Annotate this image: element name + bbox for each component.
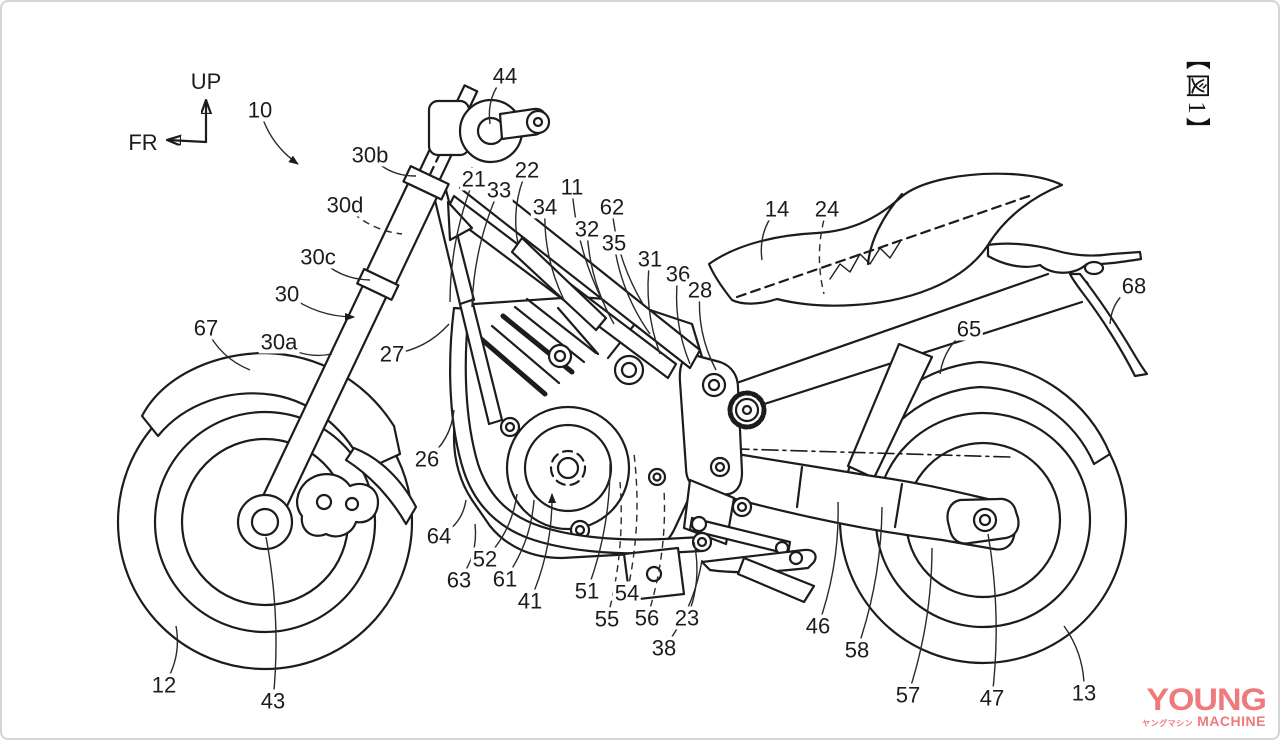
ref-label-47: 47	[977, 685, 1007, 711]
ref-label-54: 54	[612, 580, 642, 606]
figure-caption: 【図1】	[1183, 45, 1210, 145]
ref-label-21: 21	[459, 166, 489, 192]
ref-label-24: 24	[812, 196, 842, 222]
hidden-frame-line	[735, 193, 1034, 299]
swingarm	[703, 447, 1020, 551]
chain-line	[703, 447, 1011, 458]
ref-label-13: 13	[1069, 680, 1099, 706]
leader-line-57	[907, 547, 933, 696]
ref-label-38: 38	[649, 635, 679, 661]
ref-label-36: 36	[663, 261, 693, 287]
leader-line-58	[856, 506, 883, 651]
linkage	[622, 478, 817, 604]
ref-label-51: 51	[572, 578, 602, 604]
leader-line-47	[987, 533, 997, 699]
ref-label-55: 55	[592, 606, 622, 632]
front-label: FR	[128, 130, 157, 155]
ref-label-41: 41	[515, 588, 545, 614]
leader-line-56	[646, 489, 666, 619]
ref-label-52: 52	[470, 546, 500, 572]
leader-line-55	[606, 481, 622, 620]
handlebar	[427, 98, 551, 164]
leader-line-31	[647, 258, 661, 355]
leader-line-24	[818, 208, 828, 295]
ref-label-61: 61	[490, 566, 520, 592]
ref-label-56: 56	[632, 605, 662, 631]
ref-label-58: 58	[842, 637, 872, 663]
ref-label-57: 57	[893, 682, 923, 708]
leader-line-46	[817, 501, 839, 627]
ref-label-64: 64	[424, 523, 454, 549]
ref-label-35: 35	[599, 230, 629, 256]
ref-label-11: 11	[558, 174, 586, 200]
ref-label-22: 22	[512, 157, 542, 183]
leader-line-54	[626, 453, 638, 594]
orientation-indicator: UP FR	[128, 69, 221, 155]
ref-label-67: 67	[191, 315, 221, 341]
logo-katakana-text: ヤングマシン	[1142, 719, 1194, 728]
leader-line-21	[449, 178, 475, 303]
leader-line-43	[265, 536, 277, 702]
front-hub	[236, 493, 294, 551]
leader-line-51	[586, 463, 611, 592]
ref-label-63: 63	[444, 567, 474, 593]
ref-label-30c: 30c	[298, 244, 338, 270]
leader-line-11	[571, 186, 604, 303]
front-arrow	[168, 140, 208, 142]
ref-label-30d: 30d	[324, 192, 366, 218]
leader-line-33	[471, 189, 500, 308]
ref-label-43: 43	[258, 688, 288, 714]
ref-label-10: 10	[245, 97, 275, 123]
ref-label-32: 32	[572, 216, 602, 242]
ref-label-26: 26	[412, 446, 442, 472]
ref-label-30b: 30b	[349, 142, 391, 168]
ref-label-65: 65	[954, 316, 984, 342]
ref-label-44: 44	[490, 63, 520, 89]
leader-line-34	[544, 206, 565, 301]
ref-label-68: 68	[1119, 273, 1149, 299]
ref-label-31: 31	[635, 246, 665, 272]
young-machine-logo: YOUNG ヤングマシン MACHINE	[1136, 683, 1267, 729]
ref-label-27: 27	[377, 341, 407, 367]
front-brake-caliper	[296, 473, 380, 538]
ref-label-62: 62	[597, 194, 627, 220]
pivot-plate	[678, 352, 767, 496]
up-label: UP	[191, 69, 222, 94]
ref-label-23: 23	[672, 605, 702, 631]
logo-young-text: YOUNG	[1146, 683, 1267, 719]
seat-unit	[707, 172, 1064, 307]
ref-label-33: 33	[484, 177, 514, 203]
ref-label-30: 30	[272, 281, 302, 307]
ref-label-30a: 30a	[258, 329, 300, 355]
ref-label-12: 12	[149, 672, 179, 698]
ref-label-34: 34	[530, 194, 560, 220]
logo-machine-text: MACHINE	[1197, 713, 1266, 729]
ref-label-46: 46	[803, 613, 833, 639]
ref-label-28: 28	[685, 277, 715, 303]
rear-fender-mudflap	[986, 242, 1149, 378]
ref-label-14: 14	[762, 196, 792, 222]
